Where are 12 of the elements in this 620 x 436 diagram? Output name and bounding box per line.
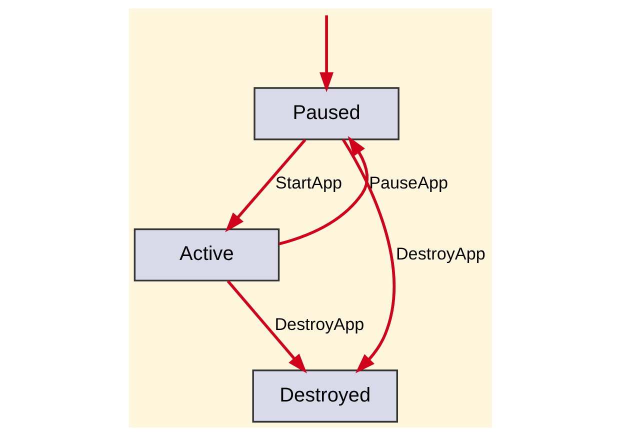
arrow: [224, 138, 306, 232]
edge-label: StartApp: [274, 174, 342, 193]
edge-label: DestroyApp: [274, 314, 364, 334]
arrow: [226, 280, 306, 374]
edge-label: DestroyApp: [395, 244, 485, 264]
edge-label: PauseApp: [368, 174, 448, 193]
arrow: [341, 138, 395, 374]
node-box: Paused: [253, 87, 399, 140]
node-box: Destroyed: [252, 370, 398, 423]
arrow: [319, 15, 334, 92]
node-box: Active: [133, 228, 280, 282]
arrow: [278, 136, 368, 246]
